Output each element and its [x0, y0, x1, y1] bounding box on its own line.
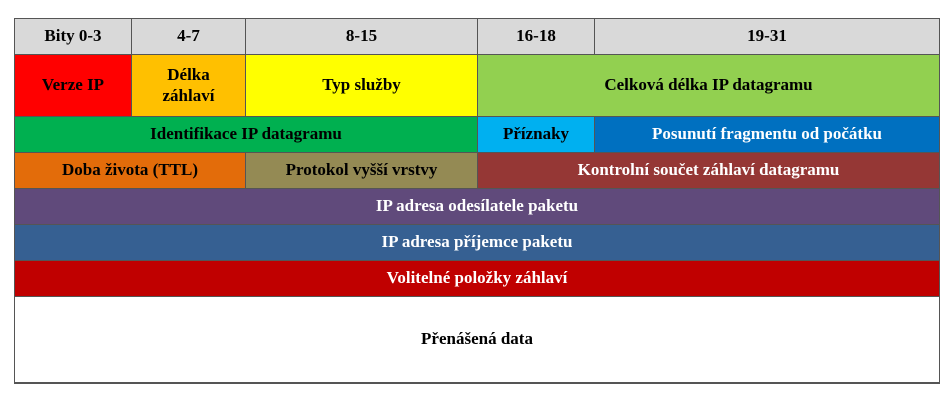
field-total-length: Celková délka IP datagramu: [477, 54, 940, 117]
field-header-checksum: Kontrolní součet záhlaví datagramu: [477, 152, 940, 189]
field-destination-address: IP adresa příjemce paketu: [14, 224, 940, 261]
field-version: Verze IP: [14, 54, 132, 117]
field-type-of-service: Typ služby: [245, 54, 478, 117]
field-data: Přenášená data: [14, 296, 940, 383]
header-bits-0-3: Bity 0-3: [14, 18, 132, 55]
field-identification: Identifikace IP datagramu: [14, 116, 478, 153]
field-fragment-offset: Posunutí fragmentu od počátku: [594, 116, 940, 153]
field-header-length-line2: záhlaví: [162, 85, 215, 105]
field-ttl: Doba života (TTL): [14, 152, 246, 189]
field-header-length: Délka záhlaví: [131, 54, 246, 117]
field-options: Volitelné položky záhlaví: [14, 260, 940, 297]
field-protocol: Protokol vyšší vrstvy: [245, 152, 478, 189]
field-source-address: IP adresa odesílatele paketu: [14, 188, 940, 225]
header-bits-4-7: 4-7: [131, 18, 246, 55]
ip-header-table: Bity 0-3 4-7 8-15 16-18 19-31 Verze IP D…: [14, 18, 940, 384]
field-flags: Příznaky: [477, 116, 595, 153]
field-header-length-line1: Délka: [167, 65, 210, 85]
header-bits-16-18: 16-18: [477, 18, 595, 55]
header-bits-19-31: 19-31: [594, 18, 940, 55]
header-bits-8-15: 8-15: [245, 18, 478, 55]
